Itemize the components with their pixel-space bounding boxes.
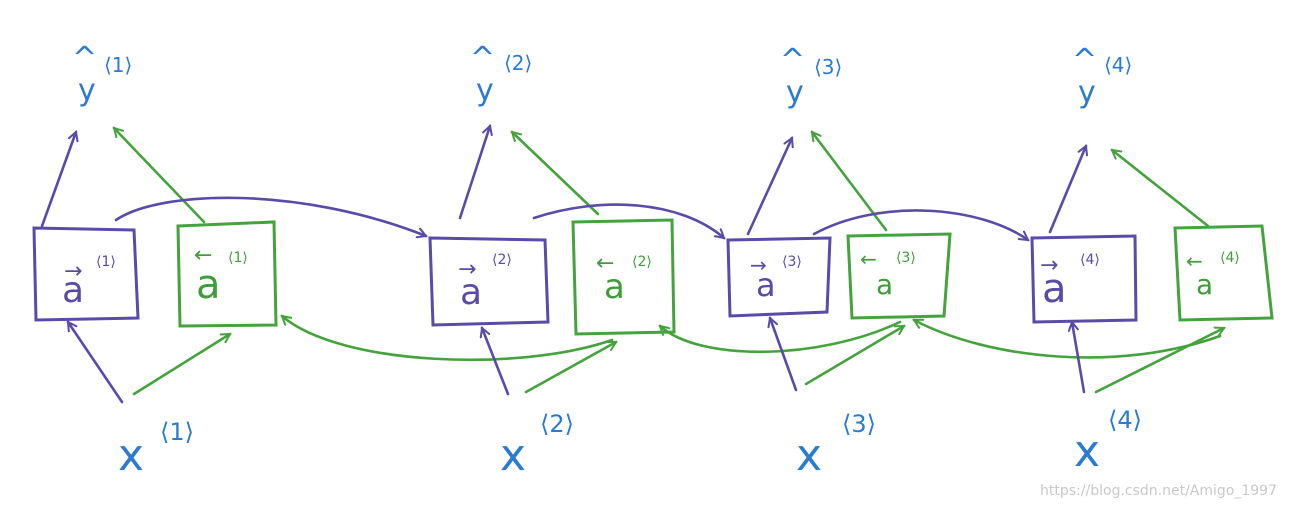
- forward-unit-2: → a ⟨2⟩: [458, 252, 512, 313]
- backward-unit-4: ← a ⟨4⟩: [1186, 249, 1240, 301]
- backward-unit-2: ← a ⟨2⟩: [596, 251, 652, 307]
- backward-unit-1-arrow: ←: [194, 243, 212, 268]
- forward-to-output-arrow-1: [40, 132, 76, 228]
- backward-unit-2-sup: ⟨2⟩: [632, 254, 652, 270]
- forward-unit-4-label: a: [1042, 266, 1067, 312]
- backward-recurrence-4-3: [914, 318, 1222, 359]
- output-label-1: ^ y ⟨1⟩: [72, 41, 132, 108]
- input-to-forward-arrow-4: [1072, 322, 1086, 394]
- output-4-sup: ⟨4⟩: [1104, 53, 1132, 77]
- backward-unit-3-sup: ⟨3⟩: [896, 250, 916, 266]
- input-label-3: x ⟨3⟩: [796, 410, 876, 481]
- input-2-sup: ⟨2⟩: [540, 410, 574, 438]
- input-to-backward-arrow-4: [1094, 328, 1224, 394]
- input-to-backward-arrow-3: [804, 324, 904, 386]
- backward-to-output-arrow-4: [1112, 148, 1210, 228]
- backward-to-output-arrow-1: [114, 128, 206, 224]
- backward-unit-4-label: a: [1196, 268, 1213, 301]
- forward-unit-1: → a ⟨1⟩: [62, 254, 116, 311]
- forward-unit-3-sup: ⟨3⟩: [782, 254, 802, 270]
- input-label-2: x ⟨2⟩: [500, 410, 574, 481]
- backward-box-3: [846, 232, 952, 320]
- backward-to-output-arrow-2: [512, 132, 600, 216]
- backward-unit-1: ← a ⟨1⟩: [194, 243, 248, 308]
- forward-unit-4-sup: ⟨4⟩: [1080, 252, 1100, 268]
- input-1-base: x: [118, 430, 144, 481]
- output-1-hat: ^: [72, 41, 97, 76]
- input-label-1: x ⟨1⟩: [118, 418, 194, 481]
- input-1-sup: ⟨1⟩: [160, 418, 194, 446]
- backward-unit-3-arrow: ←: [860, 247, 877, 271]
- backward-unit-3-label: a: [876, 268, 893, 301]
- forward-box-2: [428, 236, 550, 327]
- output-3-sup: ⟨3⟩: [814, 55, 842, 79]
- backward-unit-2-arrow: ←: [596, 251, 614, 276]
- input-to-backward-arrow-2: [524, 340, 616, 394]
- output-2-sup: ⟨2⟩: [504, 51, 532, 75]
- forward-unit-2-label: a: [460, 272, 482, 313]
- forward-unit-3-arrow: →: [750, 253, 767, 277]
- output-label-4: ^ y ⟨4⟩: [1072, 43, 1132, 110]
- output-2-hat: ^: [470, 41, 495, 76]
- input-4-sup: ⟨4⟩: [1108, 406, 1142, 434]
- output-3-hat: ^: [780, 43, 805, 78]
- forward-unit-4: → a ⟨4⟩: [1040, 252, 1100, 312]
- input-3-base: x: [796, 430, 822, 481]
- backward-box-4: [1173, 224, 1274, 322]
- output-3-base: y: [786, 75, 804, 110]
- output-1-base: y: [78, 73, 96, 108]
- forward-unit-3: → a ⟨3⟩: [750, 253, 802, 304]
- backward-unit-2-label: a: [604, 267, 625, 307]
- forward-recurrence-2-3: [532, 203, 724, 238]
- backward-unit-1-sup: ⟨1⟩: [228, 250, 248, 266]
- input-4-base: x: [1074, 426, 1100, 477]
- forward-to-output-arrow-2: [458, 126, 490, 220]
- input-to-forward-arrow-2: [482, 328, 510, 396]
- forward-unit-2-sup: ⟨2⟩: [492, 252, 512, 268]
- backward-unit-1-label: a: [196, 262, 221, 308]
- output-4-hat: ^: [1072, 43, 1097, 78]
- input-3-sup: ⟨3⟩: [842, 410, 876, 438]
- input-to-forward-arrow-1: [66, 322, 124, 404]
- forward-unit-2-arrow: →: [458, 257, 476, 282]
- output-4-base: y: [1078, 75, 1096, 110]
- backward-unit-4-arrow: ←: [1186, 249, 1203, 273]
- backward-box-1: [176, 220, 278, 328]
- input-label-4: x ⟨4⟩: [1074, 406, 1142, 477]
- forward-unit-1-sup: ⟨1⟩: [96, 254, 116, 270]
- forward-recurrence-3-4: [812, 209, 1028, 242]
- forward-unit-3-label: a: [756, 266, 776, 304]
- backward-to-output-arrow-3: [810, 132, 888, 232]
- output-1-sup: ⟨1⟩: [104, 53, 132, 77]
- watermark: https://blog.csdn.net/Amigo_1997: [1040, 483, 1277, 499]
- forward-box-3: [726, 236, 832, 318]
- forward-box-4: [1030, 234, 1138, 324]
- backward-unit-3: ← a ⟨3⟩: [860, 247, 916, 301]
- forward-unit-4-arrow: →: [1040, 253, 1058, 278]
- backward-unit-4-sup: ⟨4⟩: [1220, 250, 1240, 266]
- input-2-base: x: [500, 430, 526, 481]
- output-label-2: ^ y ⟨2⟩: [470, 41, 532, 108]
- forward-to-output-arrow-3: [746, 138, 792, 236]
- forward-box-1: [32, 226, 140, 322]
- forward-unit-1-label: a: [62, 270, 84, 311]
- forward-recurrence-1-2: [114, 196, 426, 236]
- backward-box-2: [571, 218, 676, 336]
- output-label-3: ^ y ⟨3⟩: [780, 43, 842, 110]
- output-2-base: y: [476, 73, 494, 108]
- input-to-backward-arrow-1: [132, 332, 230, 396]
- forward-unit-1-arrow: →: [64, 259, 82, 284]
- backward-recurrence-3-2: [660, 320, 902, 354]
- forward-to-output-arrow-4: [1048, 146, 1086, 234]
- backward-recurrence-2-1: [282, 316, 614, 362]
- input-to-forward-arrow-3: [770, 318, 798, 392]
